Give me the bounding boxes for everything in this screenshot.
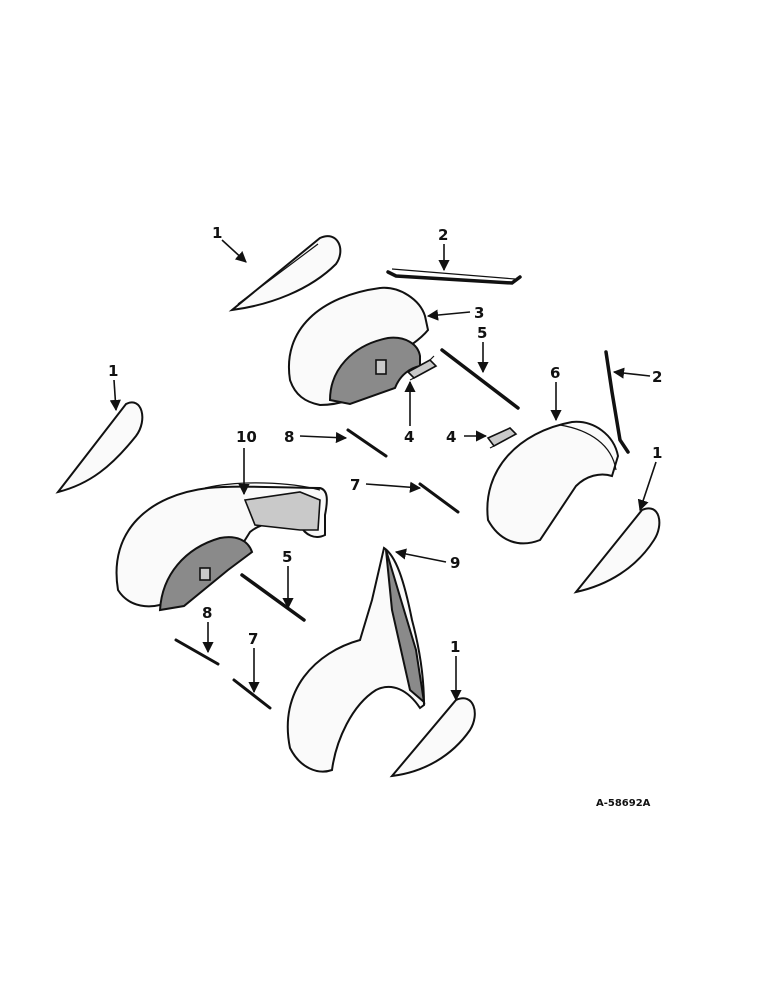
callout-7-lower: 7 [248,630,258,648]
rod-upper [440,348,520,410]
fender-bottom-with-shield [286,546,426,773]
callout-1-top: 1 [212,224,222,242]
callout-8-lower: 8 [202,604,212,622]
callout-8-upper: 8 [284,428,294,446]
callout-7-upper: 7 [350,476,360,494]
panel-right [573,507,661,594]
callout-4-upper: 4 [404,428,414,446]
callout-3: 3 [474,304,484,322]
callout-1-bottom: 1 [450,638,460,656]
figure-code: A-58692A [596,798,651,809]
fender-top [287,286,430,407]
callout-5-lower: 5 [282,548,292,566]
brace-rod-right [604,350,630,454]
callout-9: 9 [450,554,460,572]
rod-8-upper [346,428,388,458]
rod-7-lower [232,678,272,710]
callout-5-upper: 5 [477,324,487,342]
callout-2-top: 2 [438,226,448,244]
rod-8-lower [174,638,220,666]
fender-left-with-shield [115,482,328,612]
panel-top [228,235,342,312]
rod-lower [240,573,306,622]
callout-1-left: 1 [108,362,118,380]
panel-bottom [389,697,476,778]
clip-lower [486,427,518,449]
fender-right [486,420,620,545]
callout-2-right: 2 [652,368,662,386]
clip-upper [406,355,438,381]
callout-10: 10 [236,428,257,446]
callout-1-right: 1 [652,444,662,462]
callout-6: 6 [550,364,560,382]
leader-lines [109,239,657,702]
rod-7-upper [418,482,460,514]
callout-4-lower: 4 [446,428,456,446]
brace-rod-top [386,268,522,285]
panel-left [55,401,144,494]
